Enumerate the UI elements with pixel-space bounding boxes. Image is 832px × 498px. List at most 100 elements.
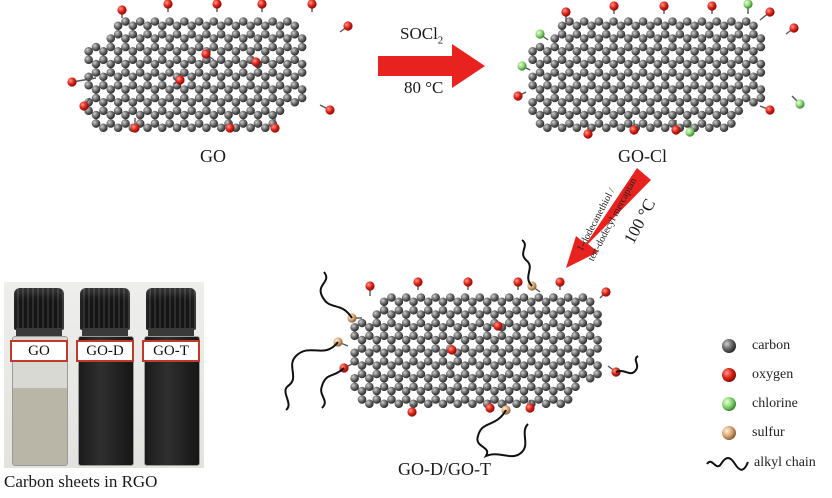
carbon-atom	[527, 373, 536, 383]
oxygen-atom	[765, 7, 775, 17]
carbon-atom	[601, 29, 611, 39]
alkyl-chain	[615, 355, 639, 375]
carbon-atom	[565, 34, 574, 43]
carbon-atom	[519, 369, 529, 379]
carbon-atom	[490, 335, 499, 345]
carbon-atom	[528, 46, 537, 56]
carbon-atom	[290, 21, 300, 31]
carbon-atom	[431, 361, 440, 370]
carbon-atom	[187, 123, 196, 133]
oxygen-atom	[307, 0, 317, 9]
carbon-atom	[283, 59, 292, 69]
carbon-atom	[113, 80, 123, 90]
carbon-atom	[394, 331, 404, 341]
carbon-atom	[719, 97, 729, 107]
vial-go-t: GO-T	[142, 282, 200, 468]
carbon-atom	[475, 310, 485, 319]
carbon-atom	[631, 55, 640, 65]
oxygen-atom	[601, 287, 611, 297]
carbon-atom	[379, 373, 389, 383]
carbon-atom	[741, 59, 751, 69]
carbon-atom	[187, 55, 196, 65]
carbon-atom	[705, 97, 714, 107]
carbon-atom	[543, 80, 552, 90]
carbon-atom	[246, 72, 255, 82]
carbon-atom	[416, 293, 426, 302]
carbon-atom	[585, 356, 595, 366]
carbon-atom	[749, 29, 758, 39]
carbon-atom	[497, 348, 507, 358]
carbon-atom	[475, 395, 485, 404]
carbon-atom	[563, 310, 573, 319]
carbon-atom	[446, 318, 455, 328]
carbon-atom	[579, 93, 589, 103]
carbon-atom	[571, 348, 580, 358]
carbon-atom	[563, 386, 573, 396]
carbon-atom	[401, 310, 411, 319]
carbon-atom	[616, 55, 626, 65]
carbon-atom	[660, 80, 670, 90]
carbon-atom	[157, 29, 167, 39]
carbon-atom	[460, 335, 470, 345]
carbon-atom	[653, 119, 663, 128]
carbon-atom	[121, 59, 130, 69]
carbon-atom	[202, 123, 211, 133]
carbon-atom	[534, 361, 543, 370]
carbon-atom	[372, 318, 382, 328]
carbon-atom	[535, 93, 545, 103]
carbon-atom	[394, 373, 404, 383]
carbon-atom	[719, 29, 729, 39]
oxygen-atom	[343, 21, 353, 31]
carbon-atom	[653, 85, 663, 94]
carbon-atom	[587, 29, 596, 39]
carbon-atom	[409, 322, 418, 332]
carbon-atom	[99, 80, 108, 90]
carbon-atom	[209, 17, 219, 26]
carbon-atom	[571, 305, 580, 315]
carbon-atom	[565, 68, 574, 77]
carbon-atom	[712, 17, 721, 26]
carbon-atom	[550, 68, 560, 77]
carbon-atom	[150, 119, 160, 128]
carbon-atom	[519, 293, 529, 302]
carbon-atom	[460, 361, 470, 370]
carbon-atom	[431, 369, 440, 379]
carbon-atom	[727, 34, 736, 43]
alkyl-chain	[319, 271, 353, 319]
carbon-atom	[283, 34, 292, 43]
carbon-atom	[727, 68, 736, 77]
carbon-atom	[468, 348, 477, 358]
carbon-atom	[734, 21, 744, 31]
carbon-atom	[690, 97, 699, 107]
carbon-atom	[527, 348, 536, 358]
carbon-atom	[431, 293, 440, 302]
carbon-atom	[453, 382, 462, 392]
carbon-atom	[372, 386, 382, 396]
carbon-atom	[638, 59, 648, 69]
carbon-atom	[653, 68, 663, 77]
carbon-atom	[675, 72, 685, 82]
chlorine-atom	[517, 61, 527, 71]
carbon-atom	[585, 297, 595, 307]
carbon-atom	[194, 119, 204, 128]
carbon-atom	[297, 34, 307, 43]
oxygen-atom	[365, 281, 375, 291]
oxygen-atom	[79, 101, 89, 111]
oxygen-atom	[513, 277, 523, 287]
carbon-atom	[578, 293, 588, 302]
oxygen-atom	[225, 123, 235, 133]
carbon-atom	[497, 356, 507, 366]
carbon-atom	[690, 55, 699, 65]
carbon-atom	[180, 42, 189, 52]
carbon-atom	[91, 110, 101, 120]
carbon-atom	[379, 399, 389, 409]
carbon-atom	[394, 322, 404, 332]
carbon-atom	[157, 21, 167, 31]
carbon-atom	[756, 93, 766, 103]
carbon-atom	[416, 344, 426, 353]
carbon-atom	[357, 369, 367, 379]
carbon-atom	[482, 331, 492, 341]
carbon-atom	[275, 72, 285, 82]
carbon-atom	[224, 93, 233, 103]
carbon-atom	[238, 68, 248, 77]
